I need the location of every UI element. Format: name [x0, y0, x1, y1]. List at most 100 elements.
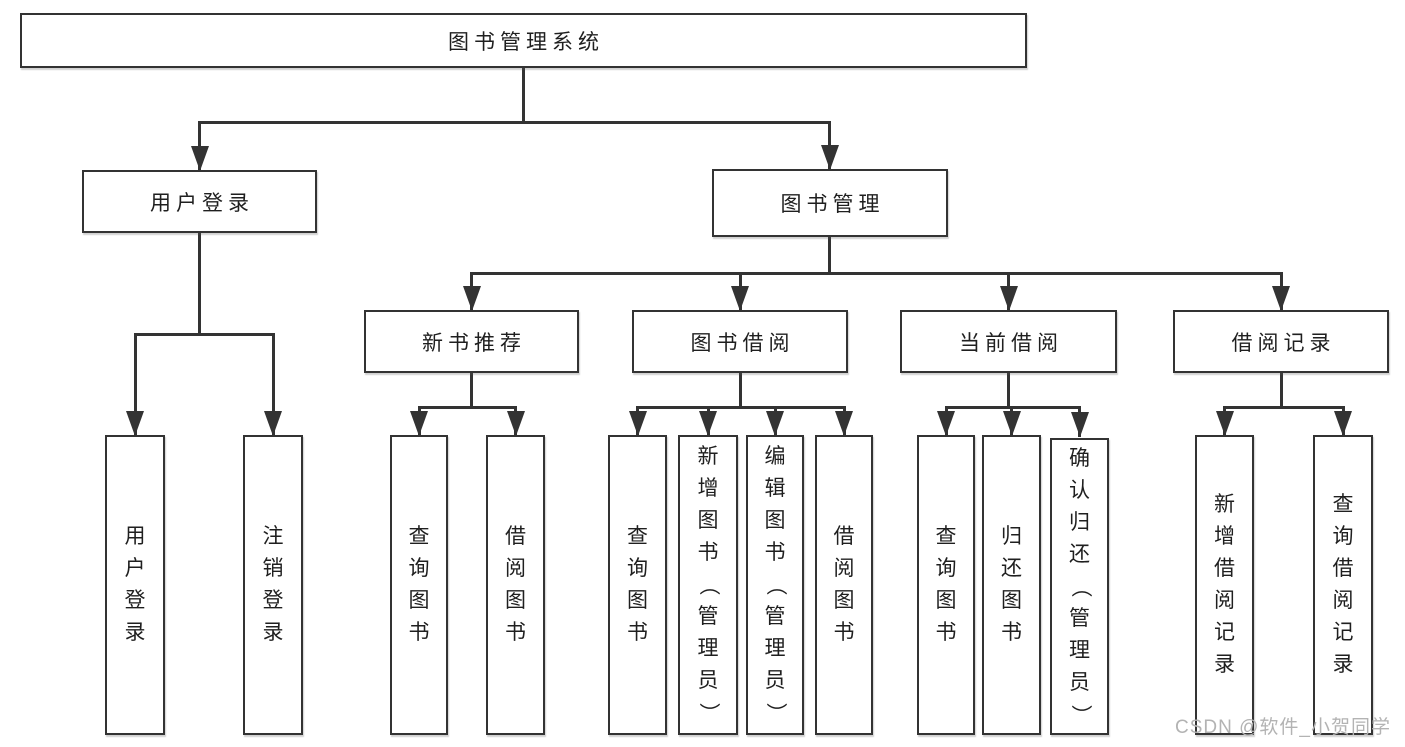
node-label: 图书管理: [780, 193, 885, 216]
node-label-char: 销: [262, 557, 284, 580]
node-label-char: 户: [124, 557, 146, 580]
node-label-char: 用: [124, 525, 146, 548]
node-leaf-query-borrow-record: 查询借阅记录: [1313, 435, 1373, 735]
connector-line: [1223, 405, 1345, 409]
node-root: 图书管理系统: [20, 13, 1027, 68]
arrowhead-down-icon: [126, 411, 144, 436]
node-label: 归还图书: [1000, 521, 1024, 649]
node-label: 新增借阅记录: [1213, 489, 1237, 681]
connector-line: [738, 371, 742, 409]
node-label-char: 编: [764, 445, 786, 468]
node-label-char: 录: [1332, 653, 1354, 676]
arrowhead-down-icon: [506, 411, 525, 436]
node-book-borrow: 图书借阅: [632, 310, 848, 373]
node-label-char: 员: [764, 669, 786, 692]
node-leaf-add-borrow-record: 新增借阅记录: [1195, 435, 1254, 735]
arrowhead-down-icon: [1272, 286, 1290, 311]
node-label: 借阅图书: [504, 521, 528, 649]
connector-line: [1279, 371, 1283, 409]
node-label-char: 登: [124, 589, 146, 612]
node-label-char: 阅: [1332, 589, 1354, 612]
node-label: 图书借阅: [690, 331, 795, 355]
arrowhead-down-icon: [1334, 411, 1352, 436]
node-leaf-user-login: 用户登录: [105, 435, 165, 735]
connector-line: [198, 231, 201, 336]
arrowhead-down-icon: [766, 411, 784, 436]
node-label-char: 询: [408, 557, 430, 580]
arrowhead-down-icon: [999, 286, 1018, 311]
node-label-char: 书: [505, 621, 526, 644]
node-label-char: 查: [627, 525, 648, 548]
node-label-char: 书: [833, 621, 855, 644]
node-label-char: 理: [697, 637, 719, 660]
node-label-char: 图: [935, 589, 957, 612]
node-label-char: 新: [1214, 493, 1235, 516]
connector-line: [133, 332, 275, 336]
node-label-char: 询: [1332, 525, 1354, 548]
node-label-char: 图: [833, 589, 855, 612]
connector-line: [133, 332, 137, 437]
node-label-char: 员: [697, 669, 719, 692]
connector-line: [470, 371, 473, 409]
arrowhead-down-icon: [1215, 411, 1234, 436]
node-label-char: 询: [627, 557, 648, 580]
node-label: 注销登录: [261, 521, 285, 649]
node-label-char: 员: [1069, 670, 1090, 694]
node-current-borrow: 当前借阅: [900, 310, 1117, 373]
node-label-char: （: [764, 574, 787, 596]
node-label-char: ）: [1068, 704, 1092, 725]
node-book-management: 图书管理: [712, 169, 948, 237]
node-label: 用户登录: [123, 521, 147, 649]
node-label: 用户登录: [150, 191, 254, 215]
node-leaf-confirm-return-admin: 确认归还（管理员）: [1050, 438, 1109, 735]
node-user-login: 用户登录: [82, 170, 317, 233]
node-label-char: 查: [1332, 493, 1354, 516]
node-borrow-records: 借阅记录: [1173, 310, 1389, 373]
node-label-char: 阅: [833, 557, 855, 580]
node-label: 查询图书: [934, 521, 958, 649]
node-label-char: 书: [627, 621, 648, 644]
arrowhead-down-icon: [731, 286, 749, 311]
node-label-char: ）: [764, 702, 787, 724]
connector-line: [470, 271, 1283, 275]
node-label: 新增图书（管理员）: [696, 441, 720, 729]
arrowhead-down-icon: [937, 411, 955, 436]
node-label-char: 管: [1069, 606, 1090, 630]
node-leaf-borrow-book-1: 借阅图书: [486, 435, 545, 735]
node-label-char: 图: [627, 589, 648, 612]
node-label: 查询图书: [626, 521, 650, 649]
connector-line: [271, 332, 275, 437]
node-leaf-return-book: 归还图书: [982, 435, 1041, 735]
node-label-char: 理: [764, 637, 786, 660]
node-label-char: 记: [1214, 621, 1235, 644]
connector-line: [198, 120, 831, 124]
node-label-char: 询: [935, 557, 957, 580]
node-label-char: 阅: [1214, 589, 1235, 612]
node-leaf-add-book-admin: 新增图书（管理员）: [678, 435, 738, 735]
node-label-char: 归: [1001, 525, 1022, 548]
node-label-char: 记: [1332, 621, 1354, 644]
node-label-char: 借: [833, 525, 855, 548]
node-label-char: 书: [935, 621, 957, 644]
node-label-char: 认: [1069, 478, 1090, 502]
node-label-char: 图: [505, 589, 526, 612]
node-label-char: 阅: [505, 557, 526, 580]
arrowhead-down-icon: [1070, 412, 1089, 437]
node-label: 确认归还（管理员）: [1068, 443, 1092, 731]
node-label-char: 借: [1214, 557, 1235, 580]
node-label: 新书推荐: [422, 331, 526, 355]
node-label: 查询图书: [407, 521, 431, 649]
connector-line: [1007, 371, 1010, 409]
node-label-char: 图: [697, 509, 719, 532]
node-label-char: 增: [1214, 525, 1235, 548]
node-label-char: 还: [1001, 557, 1022, 580]
arrowhead-down-icon: [699, 411, 717, 436]
node-label: 图书管理系统: [448, 30, 604, 54]
node-label-char: 查: [935, 525, 957, 548]
node-label-char: 还: [1069, 542, 1090, 566]
node-label-char: 录: [124, 621, 146, 644]
node-leaf-edit-book-admin: 编辑图书（管理员）: [746, 435, 804, 735]
node-label: 编辑图书（管理员）: [763, 441, 787, 729]
arrowhead-down-icon: [628, 411, 647, 436]
node-leaf-borrow-book-2: 借阅图书: [815, 435, 873, 735]
